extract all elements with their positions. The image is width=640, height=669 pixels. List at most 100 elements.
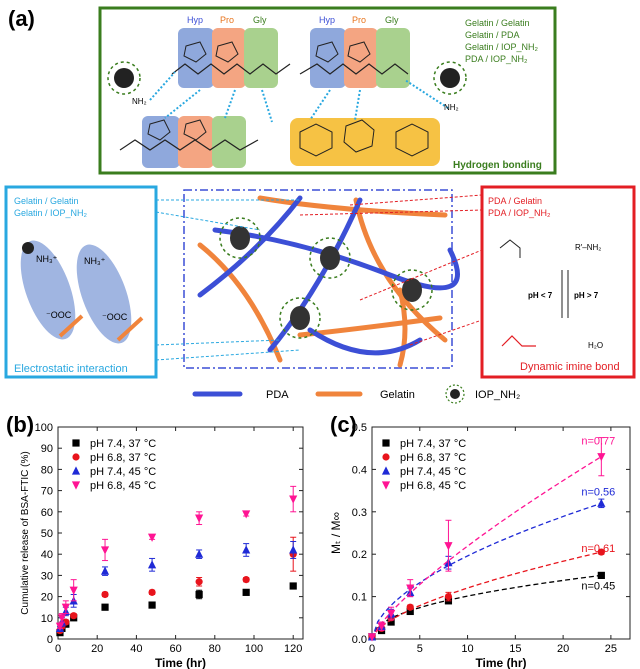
legend-label: pH 7.4, 45 °C (400, 466, 466, 478)
y-axis-label: Mₜ / M∞ (329, 512, 343, 554)
h2o-label: H₂O (588, 341, 603, 350)
nh3-label-2: NH₃⁺ (84, 256, 106, 266)
y-tick-label: 30 (41, 570, 53, 582)
data-point (597, 548, 605, 556)
hbond-lines (149, 71, 449, 123)
top-chain-backbone-2 (299, 63, 409, 75)
nh3-label-1: NH₃⁺ (36, 254, 58, 264)
bottom-chain (119, 116, 440, 168)
pro-block-bottom (178, 116, 214, 168)
data-point (147, 533, 157, 542)
gly-label-2: Gly (385, 15, 399, 25)
legend-label: pH 6.8, 45 °C (400, 480, 466, 492)
ellipse-right (76, 244, 132, 344)
imine-label: Dynamic imine bond (520, 361, 620, 373)
ring-top-4 (347, 41, 371, 63)
data-point (195, 578, 203, 586)
hbond-legend-4: PDA / IOP_NH₂ (465, 54, 528, 64)
legend-marker (72, 439, 80, 447)
panel-label: (c) (330, 412, 357, 437)
x-tick-label: 120 (284, 643, 302, 655)
data-point (61, 603, 70, 612)
legend-label: pH 7.4, 37 °C (400, 438, 466, 450)
pda-fiber-3 (267, 197, 363, 353)
y-tick-label: 90 (41, 443, 53, 455)
panel-a-label: (a) (8, 6, 35, 31)
legend-label: pH 6.8, 45 °C (90, 480, 156, 492)
y-tick-label: 0.3 (352, 507, 367, 519)
y-axis-label: Cumulative release of BSA-FTIC (%) (20, 451, 31, 614)
pro-block-top-2 (344, 28, 378, 88)
y-tick-label: 0.1 (352, 592, 367, 604)
data-point (387, 618, 395, 626)
cyan-connector-2 (155, 211, 261, 231)
legend-marker (71, 481, 81, 490)
legend: pH 7.4, 37 °CpH 6.8, 37 °CpH 7.4, 45 °Cp… (381, 438, 466, 492)
hyp-block-top-2 (310, 28, 346, 88)
series-1 (56, 582, 297, 637)
gelatin-stub-2 (116, 316, 144, 342)
hbond-line-7 (404, 79, 449, 109)
gelatin-fiber-5 (397, 287, 408, 368)
y-tick-label: 60 (41, 507, 53, 519)
y-tick-label: 10 (41, 613, 53, 625)
hbond-line-1 (164, 89, 201, 119)
fit-label: n=0.45 (581, 580, 615, 592)
ellipse-left (20, 240, 76, 340)
hyp-block-top-1 (178, 28, 214, 88)
x-axis-label: Time (hr) (475, 656, 526, 669)
x-tick-label: 15 (509, 643, 521, 655)
hyp-label-2: Hyp (319, 15, 335, 25)
gly-block-top-2 (376, 28, 410, 88)
connector-lines (155, 194, 483, 361)
data-point (242, 510, 251, 519)
panel-label: (b) (6, 412, 34, 437)
series-3 (55, 540, 298, 632)
aldehyde-structure (499, 239, 521, 258)
data-point (367, 633, 377, 642)
network-particle-3-shell (279, 297, 321, 339)
y-tick-label: 0.5 (352, 422, 367, 434)
x-tick-label: 0 (369, 643, 375, 655)
data-point (101, 603, 109, 611)
network-frame (183, 189, 453, 369)
data-point (406, 607, 414, 616)
hbond-line-2 (224, 89, 236, 119)
red-connector-3 (409, 319, 483, 346)
pro-label-2: Pro (352, 15, 366, 25)
x-tick-label: 25 (605, 643, 617, 655)
ooc-label-1: ⁻OOC (46, 310, 72, 320)
ring-top-3 (315, 41, 339, 63)
hyp-label-1: Hyp (187, 15, 203, 25)
legend-marker (72, 453, 80, 461)
series-2: n=0.61 (368, 543, 615, 641)
series-4 (55, 485, 298, 631)
electrostatic-label: Electrostatic interaction (14, 363, 128, 375)
legend-pda-label: PDA (266, 389, 289, 401)
nh2-right-label: NH₂ (444, 103, 459, 112)
ring-bottom-1 (147, 119, 171, 141)
legend-iop-swatch (450, 389, 460, 399)
data-point (195, 549, 204, 558)
data-point (148, 601, 156, 609)
hydrogen-bonding-frame (98, 6, 557, 175)
data-point (57, 614, 67, 623)
top-chain-backbone-1 (171, 63, 291, 75)
x-tick-label: 40 (130, 643, 142, 655)
ring-bottom-2 (183, 119, 207, 141)
legend-marker (381, 466, 391, 475)
sugar-ring-1 (299, 123, 333, 157)
data-point (101, 590, 109, 599)
imine-type-2: PDA / IOP_NH₂ (488, 208, 551, 218)
hydrogen-bonding-label: Hydrogen bonding (453, 160, 542, 171)
network-particle-1-shell (219, 217, 261, 259)
red-connector-4 (359, 249, 483, 301)
y-tick-label: 50 (41, 528, 53, 540)
imine-type-1: PDA / Gelatin (488, 196, 542, 206)
imine-frame (480, 185, 636, 379)
data-point (387, 609, 396, 619)
x-tick-label: 5 (417, 643, 423, 655)
x-tick-label: 10 (461, 643, 473, 655)
data-point (289, 545, 298, 554)
ph-high-label: pH > 7 (574, 291, 599, 300)
